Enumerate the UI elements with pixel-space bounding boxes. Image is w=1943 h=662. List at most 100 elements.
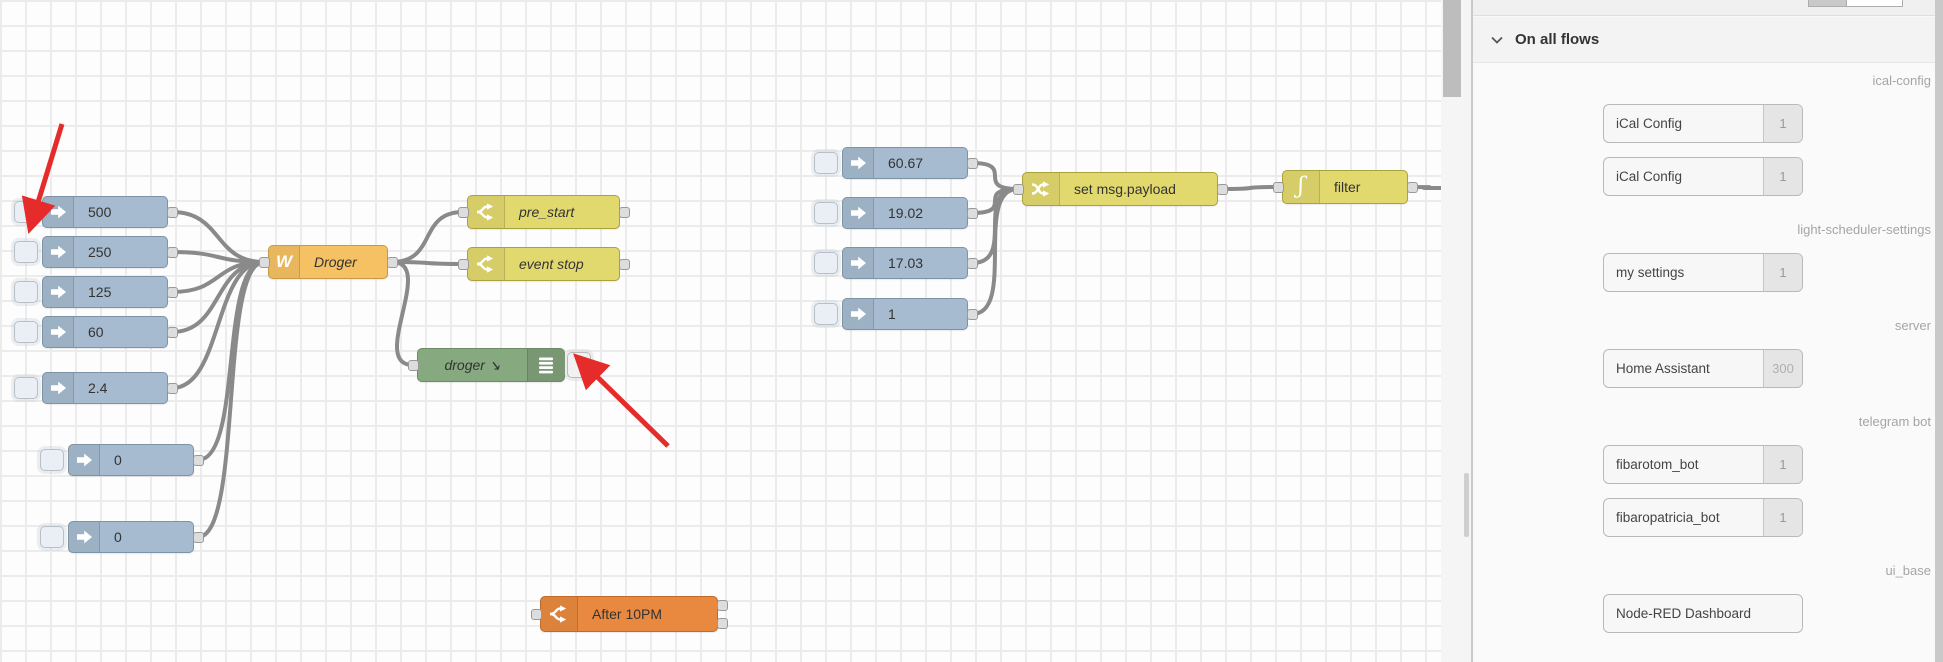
node-output-port[interactable] xyxy=(618,258,630,270)
node-inject-60[interactable]: 60 xyxy=(42,316,168,348)
node-inject-1[interactable]: 1 xyxy=(842,298,968,330)
inject-arrow-icon xyxy=(43,317,74,347)
config-category-label: server xyxy=(1894,318,1931,333)
node-label: droger ↘ xyxy=(444,356,501,373)
inject-arrow-icon xyxy=(843,299,874,329)
inject-button[interactable] xyxy=(814,252,838,274)
node-input-port[interactable] xyxy=(258,256,270,268)
inject-button[interactable] xyxy=(14,201,38,223)
inject-arrow-icon xyxy=(69,522,100,552)
sidebar-splitter-handle[interactable] xyxy=(1464,473,1469,537)
node-input-port[interactable] xyxy=(457,206,469,218)
node-input-port[interactable] xyxy=(407,359,419,371)
inject-button[interactable] xyxy=(814,303,838,325)
node-output-port[interactable] xyxy=(192,454,204,466)
node-input-port[interactable] xyxy=(530,608,542,620)
node-inject-17-03[interactable]: 17.03 xyxy=(842,247,968,279)
config-node-name: iCal Config xyxy=(1616,116,1683,131)
config-node-user-count: 1 xyxy=(1763,254,1802,291)
inject-arrow-icon xyxy=(843,248,874,278)
config-node-name: Node-RED Dashboard xyxy=(1616,606,1752,621)
config-section-title: On all flows xyxy=(1515,31,1600,48)
node-output-port[interactable] xyxy=(192,531,204,543)
debug-list-icon xyxy=(527,349,564,381)
inject-button[interactable] xyxy=(814,202,838,224)
node-output-port[interactable] xyxy=(966,157,978,169)
node-input-port[interactable] xyxy=(457,258,469,270)
inject-button[interactable] xyxy=(14,241,38,263)
node-output-port[interactable] xyxy=(618,206,630,218)
node-output-port[interactable] xyxy=(966,207,978,219)
inject-button[interactable] xyxy=(14,281,38,303)
node-output-port[interactable] xyxy=(1406,181,1418,193)
node-inject-250[interactable]: 250 xyxy=(42,236,168,268)
canvas-scrollbar-thumb[interactable] xyxy=(1443,0,1461,97)
node-input-port[interactable] xyxy=(1012,183,1024,195)
config-node-user-count: 1 xyxy=(1763,446,1802,483)
config-section-header[interactable]: On all flows xyxy=(1473,17,1943,63)
node-label: 17.03 xyxy=(888,255,924,271)
node-inject-60-67[interactable]: 60.67 xyxy=(842,147,968,179)
node-after-10pm[interactable]: After 10PM xyxy=(540,596,718,632)
node-inject-0a[interactable]: 0 xyxy=(68,444,194,476)
node-label: 0 xyxy=(114,529,122,545)
config-category-label: telegram bot xyxy=(1858,414,1931,429)
inject-button[interactable] xyxy=(14,321,38,343)
canvas-vertical-scrollbar[interactable] xyxy=(1441,0,1471,662)
node-output-port[interactable] xyxy=(166,286,178,298)
node-inject-19-02[interactable]: 19.02 xyxy=(842,197,968,229)
sidebar-toolbar-button-left[interactable] xyxy=(1808,0,1846,7)
node-label: filter xyxy=(1334,179,1361,195)
node-label: 19.02 xyxy=(888,205,924,221)
node-set-msg-payload[interactable]: set msg.payload xyxy=(1022,172,1218,206)
debug-toggle-button[interactable] xyxy=(567,352,591,378)
inject-button[interactable] xyxy=(14,377,38,399)
node-input-port[interactable] xyxy=(1272,181,1284,193)
node-output-port[interactable] xyxy=(166,382,178,394)
node-output-port[interactable] xyxy=(716,599,728,611)
node-output-port[interactable] xyxy=(166,246,178,258)
node-output-port[interactable] xyxy=(386,256,398,268)
node-event-stop[interactable]: event stop xyxy=(467,247,620,281)
node-label: Droger xyxy=(314,254,357,270)
node-inject-125[interactable]: 125 xyxy=(42,276,168,308)
config-node-user-count: 1 xyxy=(1763,158,1802,195)
filter-rbe-icon: ʃ xyxy=(1283,171,1320,203)
inject-button[interactable] xyxy=(40,449,64,471)
inject-arrow-icon xyxy=(43,237,74,267)
node-output-port[interactable] xyxy=(1216,183,1228,195)
node-pre-start[interactable]: pre_start xyxy=(467,195,620,229)
node-output-port[interactable] xyxy=(966,308,978,320)
inject-button[interactable] xyxy=(40,526,64,548)
config-node-user-count: 300 xyxy=(1763,350,1802,387)
node-output-port[interactable] xyxy=(166,326,178,338)
node-inject-500[interactable]: 500 xyxy=(42,196,168,228)
config-node-button[interactable]: Node-RED Dashboard xyxy=(1603,594,1803,633)
inject-button[interactable] xyxy=(814,152,838,174)
config-node-button[interactable]: Home Assistant 300 xyxy=(1603,349,1803,388)
node-output-port[interactable] xyxy=(716,617,728,629)
sidebar-toolbar-button-right[interactable] xyxy=(1846,0,1903,7)
sidebar-scrollbar[interactable] xyxy=(1935,0,1943,662)
config-node-name: Home Assistant xyxy=(1616,361,1710,376)
node-output-port[interactable] xyxy=(166,206,178,218)
node-inject-2-4[interactable]: 2.4 xyxy=(42,372,168,404)
inject-arrow-icon xyxy=(43,277,74,307)
config-node-user-count: 1 xyxy=(1763,499,1802,536)
node-droger-debug[interactable]: droger ↘ xyxy=(417,348,565,382)
sidebar-top-strip xyxy=(1473,0,1943,16)
sidebar-toolbar-buttons[interactable] xyxy=(1808,0,1903,7)
node-label: event stop xyxy=(519,256,584,272)
node-inject-0b[interactable]: 0 xyxy=(68,521,194,553)
node-output-port[interactable] xyxy=(966,257,978,269)
